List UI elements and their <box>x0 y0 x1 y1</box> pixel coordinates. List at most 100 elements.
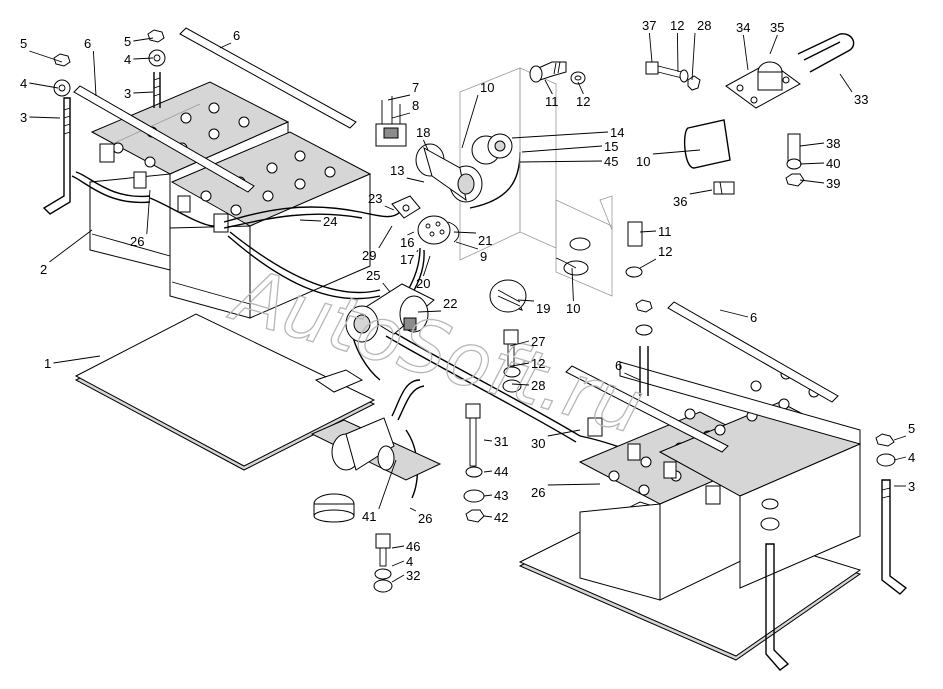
callout-c-11a: 11 <box>544 79 559 109</box>
fastener-36 <box>713 181 735 195</box>
callout-c-40: 40 <box>799 156 840 171</box>
callout-c-18: 18 <box>416 125 430 151</box>
battery-clamp-left <box>99 143 229 233</box>
leader-line <box>547 483 601 486</box>
leader-line <box>146 189 151 235</box>
callout-label: 28 <box>531 378 545 393</box>
callout-label: 10 <box>480 80 494 95</box>
callout-label: 4 <box>406 554 413 569</box>
leader-line <box>378 225 393 249</box>
callout-c-35: 35 <box>769 20 784 55</box>
callout-c-9: 9 <box>455 241 487 264</box>
bolt-11-top <box>529 61 567 83</box>
leader-line <box>571 267 574 302</box>
callout-label: 4 <box>20 76 27 91</box>
callout-c-14: 14 <box>511 125 624 140</box>
callout-c-10a: 10 <box>461 80 494 149</box>
leader-line <box>409 507 417 512</box>
callout-c-16: 16 <box>400 231 414 250</box>
callout-label: 6 <box>84 36 91 51</box>
callout-label: 25 <box>366 268 380 283</box>
callout-label: 41 <box>362 509 376 524</box>
stud-right-middle <box>635 299 653 396</box>
bolt-46 <box>373 533 393 593</box>
callout-label: 40 <box>826 156 840 171</box>
leader-line <box>648 32 653 63</box>
callout-c-37: 37 <box>642 18 656 63</box>
callout-label: 39 <box>826 176 840 191</box>
leader-line <box>29 116 61 119</box>
leader-line <box>639 258 657 269</box>
callout-label: 7 <box>412 80 419 95</box>
callout-label: 17 <box>400 252 414 267</box>
leader-line <box>391 560 405 567</box>
leader-line <box>719 309 749 318</box>
callout-c-4b: 4 <box>124 52 154 67</box>
leader-line <box>511 383 530 386</box>
callout-label: 35 <box>770 20 784 35</box>
callout-c-10c: 10 <box>636 149 701 169</box>
callout-c-24: 24 <box>299 214 337 229</box>
callout-label: 44 <box>494 464 508 479</box>
lower-bracket <box>310 369 442 481</box>
callout-label: 34 <box>736 20 750 35</box>
callout-c-4a: 4 <box>20 76 59 91</box>
callout-c-3a: 3 <box>20 110 61 125</box>
callout-c-42: 42 <box>483 510 508 525</box>
bolt-27 <box>502 329 522 393</box>
callout-c-23: 23 <box>368 191 395 211</box>
leader-line <box>391 574 405 583</box>
callout-label: 23 <box>368 191 382 206</box>
callout-c-15: 15 <box>521 139 618 154</box>
callout-c-12c: 12 <box>511 356 545 371</box>
callout-label: 12 <box>576 94 590 109</box>
leader-line <box>133 37 154 42</box>
callout-c-26c: 26 <box>409 507 432 526</box>
callout-label: 27 <box>531 334 545 349</box>
leader-line <box>453 231 477 234</box>
callout-label: 3 <box>124 86 131 101</box>
callout-label: 45 <box>604 154 618 169</box>
callout-label: 33 <box>854 92 868 107</box>
relay-18 <box>415 143 483 203</box>
leader-line <box>519 160 603 163</box>
j-bolt-right-2 <box>881 479 908 595</box>
leader-line <box>391 112 411 119</box>
leader-line <box>133 91 154 94</box>
callout-label: 2 <box>40 262 47 277</box>
callout-label: 6 <box>615 358 622 373</box>
callout-c-5b: 5 <box>124 34 154 49</box>
callout-label: 37 <box>642 18 656 33</box>
callout-label: 9 <box>480 249 487 264</box>
callout-label: 4 <box>124 52 131 67</box>
leader-line <box>422 255 431 277</box>
callout-label: 43 <box>494 488 508 503</box>
leader-line <box>29 82 59 89</box>
callout-c-6a: 6 <box>84 36 97 97</box>
callout-c-8: 8 <box>391 98 419 119</box>
callout-c-28a: 28 <box>511 378 545 393</box>
callout-label: 12 <box>531 356 545 371</box>
callout-c-29: 29 <box>362 225 393 263</box>
callout-c-39: 39 <box>799 176 840 191</box>
callout-c-31: 31 <box>483 434 508 449</box>
callout-label: 38 <box>826 136 840 151</box>
leader-line <box>544 79 553 95</box>
callout-c-6b: 6 <box>219 28 240 49</box>
callout-c-26a: 26 <box>130 189 151 249</box>
callout-label: 6 <box>750 310 757 325</box>
callout-label: 30 <box>531 436 545 451</box>
callout-c-27: 27 <box>509 334 545 349</box>
callout-c-20: 20 <box>416 255 431 291</box>
callout-c-5a: 5 <box>20 36 63 63</box>
callout-c-3c: 3 <box>894 479 915 494</box>
callout-label: 15 <box>604 139 618 154</box>
callout-label: 4 <box>908 450 915 465</box>
leader-line <box>547 429 581 437</box>
leader-line <box>676 32 679 73</box>
callout-c-44: 44 <box>483 464 508 479</box>
leader-line <box>391 545 405 549</box>
bolt-31 <box>463 403 485 523</box>
